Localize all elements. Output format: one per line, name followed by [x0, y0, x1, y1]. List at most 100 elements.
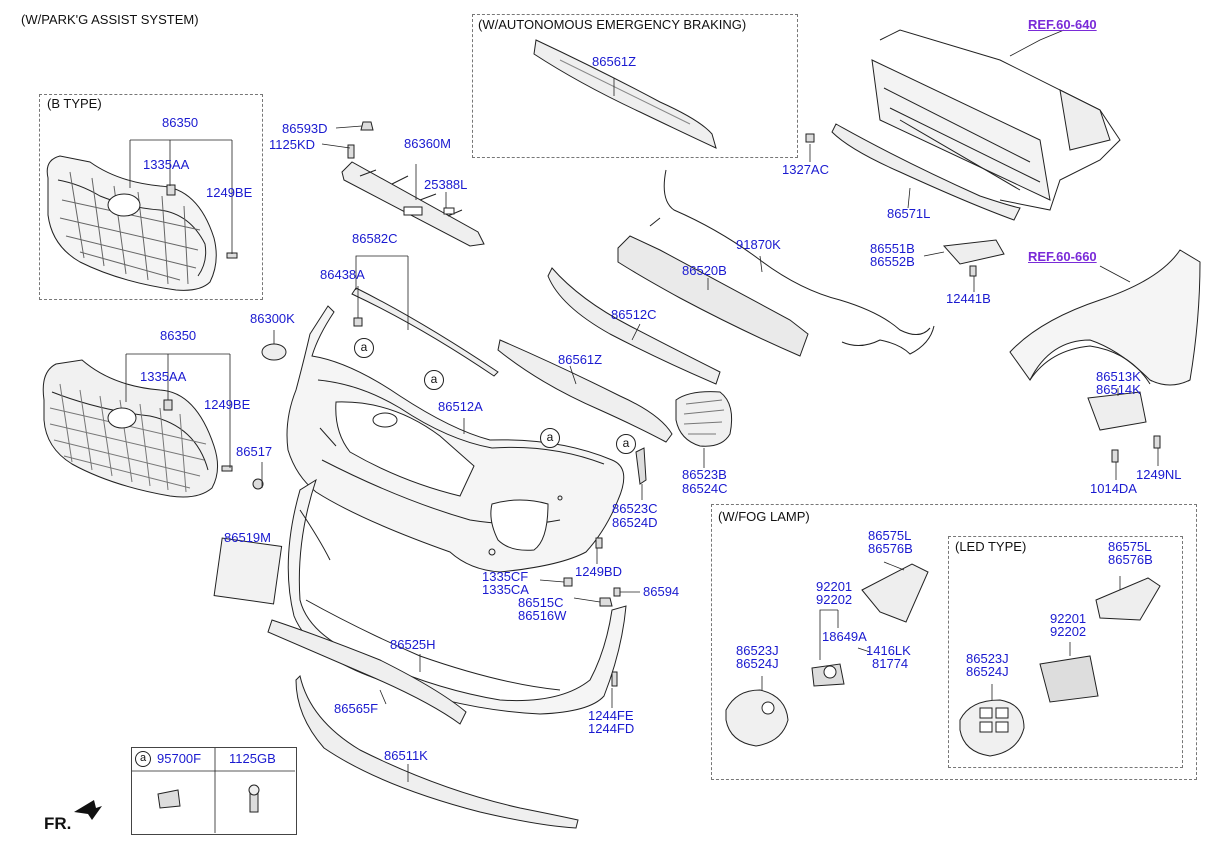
lower-lip-drawing	[295, 675, 579, 829]
part-label-1014DA[interactable]: 1014DA	[1090, 481, 1137, 496]
part-label-92202[interactable]: 92202	[816, 592, 853, 607]
radiator-grille-b-type-drawing	[46, 155, 238, 291]
part-label-1249BD[interactable]: 1249BD	[575, 564, 622, 579]
part-label-1244FD[interactable]: 1244FD	[588, 721, 635, 736]
fender-drawing	[1009, 249, 1201, 463]
marker-a-circle: a	[540, 428, 560, 448]
part-label-81774[interactable]: 81774	[872, 656, 909, 671]
part-label-86594[interactable]: 86594	[643, 584, 680, 599]
ref-60-640-link[interactable]: REF.60-640	[1028, 17, 1097, 32]
part-label-86561Z[interactable]: 86561Z	[592, 54, 637, 69]
part-label-18649A[interactable]: 18649A	[822, 629, 867, 644]
aeb-header: (W/AUTONOMOUS EMERGENCY BRAKING)	[476, 17, 749, 32]
center-garnish-drawing	[497, 339, 673, 443]
upper-cover-drawing	[341, 121, 485, 247]
front-arrow-icon	[74, 800, 102, 820]
part-label-86511K[interactable]: 86511K	[384, 748, 428, 763]
legend-part-1125GB[interactable]: 1125GB	[229, 751, 276, 766]
part-label-92201[interactable]: 92201	[816, 579, 853, 594]
part-label-1335CA[interactable]: 1335CA	[482, 582, 529, 597]
part-label-86525H[interactable]: 86525H	[390, 637, 436, 652]
part-label-86438A[interactable]: 86438A	[320, 267, 365, 282]
part-label-86576B[interactable]: 86576B	[868, 541, 913, 556]
part-label-86514K[interactable]: 86514K	[1096, 382, 1141, 397]
part-label-1335CF[interactable]: 1335CF	[482, 569, 529, 584]
part-label-25388L[interactable]: 25388L	[424, 177, 468, 192]
part-label-86582C[interactable]: 86582C	[352, 231, 398, 246]
part-label-86519M[interactable]: 86519M	[224, 530, 271, 545]
part-label-12441B[interactable]: 12441B	[946, 291, 991, 306]
part-label-86523J[interactable]: 86523J	[966, 651, 1009, 666]
part-label-1327AC[interactable]: 1327AC	[782, 162, 829, 177]
b-type-frame	[39, 94, 263, 300]
energy-absorber-drawing	[617, 235, 809, 357]
parking-assist-header: (W/PARK'G ASSIST SYSTEM)	[19, 12, 201, 27]
emblem-drawing	[261, 343, 287, 361]
ref-60-660-link[interactable]: REF.60-660	[1028, 249, 1097, 264]
marker-a-circle: a	[616, 434, 636, 454]
fog-cover-drawing	[675, 391, 733, 447]
part-label-86350[interactable]: 86350	[160, 328, 197, 343]
aeb-frame	[472, 14, 798, 158]
part-label-1249NL[interactable]: 1249NL	[1136, 467, 1182, 482]
part-label-1335AA[interactable]: 1335AA	[143, 157, 190, 172]
part-label-86513K[interactable]: 86513K	[1096, 369, 1141, 384]
part-label-86524J[interactable]: 86524J	[736, 656, 779, 671]
part-label-86350[interactable]: 86350	[162, 115, 199, 130]
part-label-1244FE[interactable]: 1244FE	[588, 708, 634, 723]
part-label-1249BE[interactable]: 1249BE	[204, 397, 251, 412]
part-label-86593D[interactable]: 86593D	[282, 121, 328, 136]
legend-part-95700F[interactable]: 95700F	[157, 751, 202, 766]
part-label-86524C[interactable]: 86524C	[682, 481, 728, 496]
part-label-86524D[interactable]: 86524D	[612, 515, 658, 530]
wiring-harness-drawing	[663, 169, 931, 335]
part-label-1335AA[interactable]: 1335AA	[140, 369, 187, 384]
fog-lamp-led-drawing	[959, 577, 1161, 757]
bumper-small-parts-drawing	[213, 447, 647, 687]
leader-lines	[125, 29, 1159, 833]
part-label-86523C[interactable]: 86523C	[612, 501, 658, 516]
b-type-header: (B TYPE)	[45, 96, 104, 111]
part-label-86565F[interactable]: 86565F	[334, 701, 379, 716]
part-label-86517[interactable]: 86517	[236, 444, 273, 459]
part-label-1416LK[interactable]: 1416LK	[866, 643, 911, 658]
part-label-1249BE[interactable]: 1249BE	[206, 185, 253, 200]
part-label-86515C[interactable]: 86515C	[518, 595, 564, 610]
part-label-86524J[interactable]: 86524J	[966, 664, 1009, 679]
part-label-86561Z[interactable]: 86561Z	[558, 352, 603, 367]
fog-lamp-frame	[711, 504, 1197, 780]
led-type-frame	[948, 536, 1183, 768]
part-label-86512C[interactable]: 86512C	[611, 307, 657, 322]
part-label-86523J[interactable]: 86523J	[736, 643, 779, 658]
part-label-86360M[interactable]: 86360M	[404, 136, 451, 151]
marker-a-circle: a	[424, 370, 444, 390]
part-label-86575L[interactable]: 86575L	[1108, 539, 1152, 554]
legend-marker-a: a	[135, 751, 151, 767]
part-label-86520B[interactable]: 86520B	[682, 263, 727, 278]
marker-a-circle: a	[354, 338, 374, 358]
legend-table	[131, 747, 297, 835]
part-label-92202[interactable]: 92202	[1050, 624, 1087, 639]
part-label-1125KD[interactable]: 1125KD	[269, 137, 316, 152]
part-label-86575L[interactable]: 86575L	[868, 528, 912, 543]
part-label-86576B[interactable]: 86576B	[1108, 552, 1153, 567]
part-label-86571L[interactable]: 86571L	[887, 206, 931, 221]
grille-molding-drawing	[351, 287, 499, 377]
part-label-86516W[interactable]: 86516W	[518, 608, 567, 623]
front-direction-label: FR.	[44, 814, 72, 833]
part-label-86523B[interactable]: 86523B	[682, 467, 727, 482]
front-bumper-cover-drawing	[286, 305, 625, 573]
lower-strip-drawing	[267, 619, 467, 725]
part-label-86551B[interactable]: 86551B	[870, 241, 915, 256]
front-end-module-drawing	[805, 29, 1121, 277]
part-label-92201[interactable]: 92201	[1050, 611, 1087, 626]
part-label-91870K[interactable]: 91870K	[736, 237, 781, 252]
fog-lamp-header: (W/FOG LAMP)	[716, 509, 812, 524]
led-type-header: (LED TYPE)	[953, 539, 1029, 554]
part-label-86300K[interactable]: 86300K	[250, 311, 295, 326]
part-label-86512A[interactable]: 86512A	[438, 399, 483, 414]
part-label-86552B[interactable]: 86552B	[870, 254, 915, 269]
radiator-grille-mesh-drawing	[42, 359, 233, 498]
